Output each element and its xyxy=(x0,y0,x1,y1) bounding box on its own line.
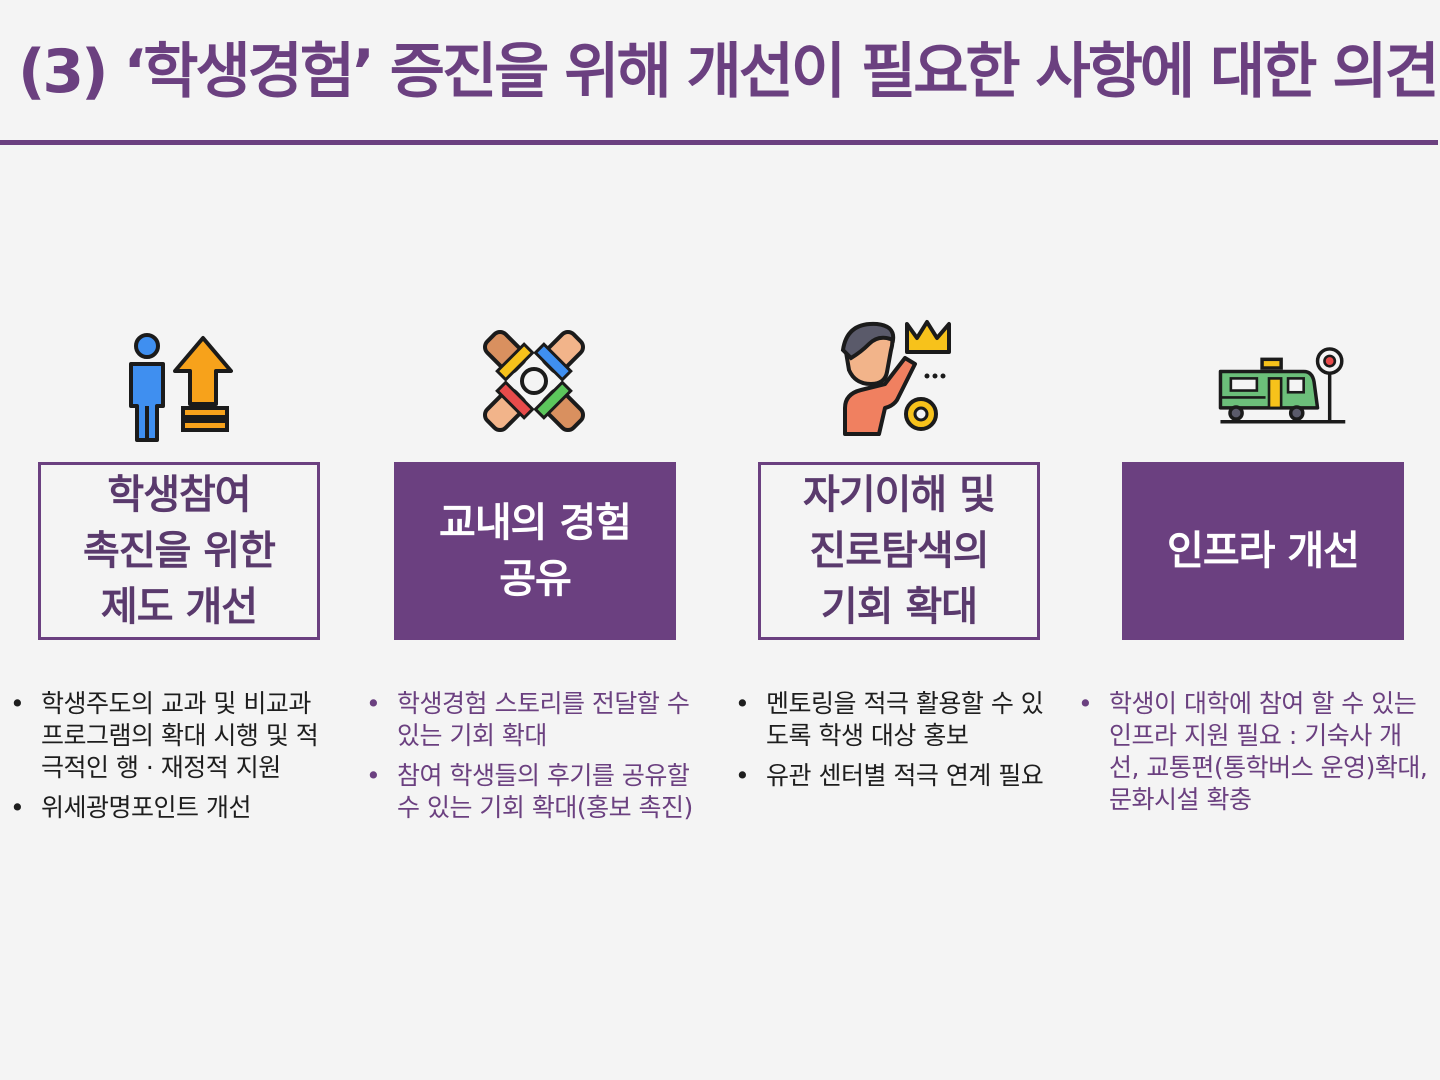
bullet-item: 학생주도의 교과 및 비교과 프로그램의 확대 시행 및 적극적인 행 · 재정… xyxy=(10,688,340,784)
bullet-list-infrastructure: 학생이 대학에 참여 할 수 있는 인프라 지원 필요 : 기숙사 개선, 교통… xyxy=(1078,688,1430,824)
bullet-item: 멘토링을 적극 활용할 수 있도록 학생 대상 홍보 xyxy=(735,688,1045,752)
heading-infrastructure: 인프라 개선 xyxy=(1167,528,1360,574)
heading-experience-sharing: 교내의 경험 공유 xyxy=(439,500,632,602)
bus-stop-icon xyxy=(1217,316,1347,446)
bullet-item: 유관 센터별 적극 연계 필요 xyxy=(735,760,1045,792)
heading-box-self-understanding: 자기이해 및 진로탐색의 기회 확대 xyxy=(758,462,1040,640)
bullet-item: 학생이 대학에 참여 할 수 있는 인프라 지원 필요 : 기숙사 개선, 교통… xyxy=(1078,688,1430,816)
bullet-list-self-understanding: 멘토링을 적극 활용할 수 있도록 학생 대상 홍보 유관 센터별 적극 연계 … xyxy=(735,688,1045,800)
bullet-item: 위세광명포인트 개선 xyxy=(10,792,340,824)
bullet-item: 참여 학생들의 후기를 공유할 수 있는 기회 확대(홍보 촉진) xyxy=(366,760,702,824)
person-growth-arrow-icon xyxy=(103,316,233,446)
page-title: (3) ‘학생경험’ 증진을 위해 개선이 필요한 사항에 대한 의견 xyxy=(18,37,1440,107)
heading-self-understanding: 자기이해 및 진로탐색의 기회 확대 xyxy=(803,472,996,630)
heading-box-infrastructure: 인프라 개선 xyxy=(1122,462,1404,640)
title-divider xyxy=(0,140,1438,145)
crowned-thinker-gear-icon xyxy=(825,316,955,446)
heading-box-experience-sharing: 교내의 경험 공유 xyxy=(394,462,676,640)
bullet-list-experience-sharing: 학생경험 스토리를 전달할 수 있는 기회 확대 참여 학생들의 후기를 공유할… xyxy=(366,688,702,832)
joined-hands-icon xyxy=(469,316,599,446)
heading-student-participation: 학생참여 촉진을 위한 제도 개선 xyxy=(83,472,276,630)
bullet-list-student-participation: 학생주도의 교과 및 비교과 프로그램의 확대 시행 및 적극적인 행 · 재정… xyxy=(10,688,340,832)
heading-box-student-participation: 학생참여 촉진을 위한 제도 개선 xyxy=(38,462,320,640)
bullet-item: 학생경험 스토리를 전달할 수 있는 기회 확대 xyxy=(366,688,702,752)
